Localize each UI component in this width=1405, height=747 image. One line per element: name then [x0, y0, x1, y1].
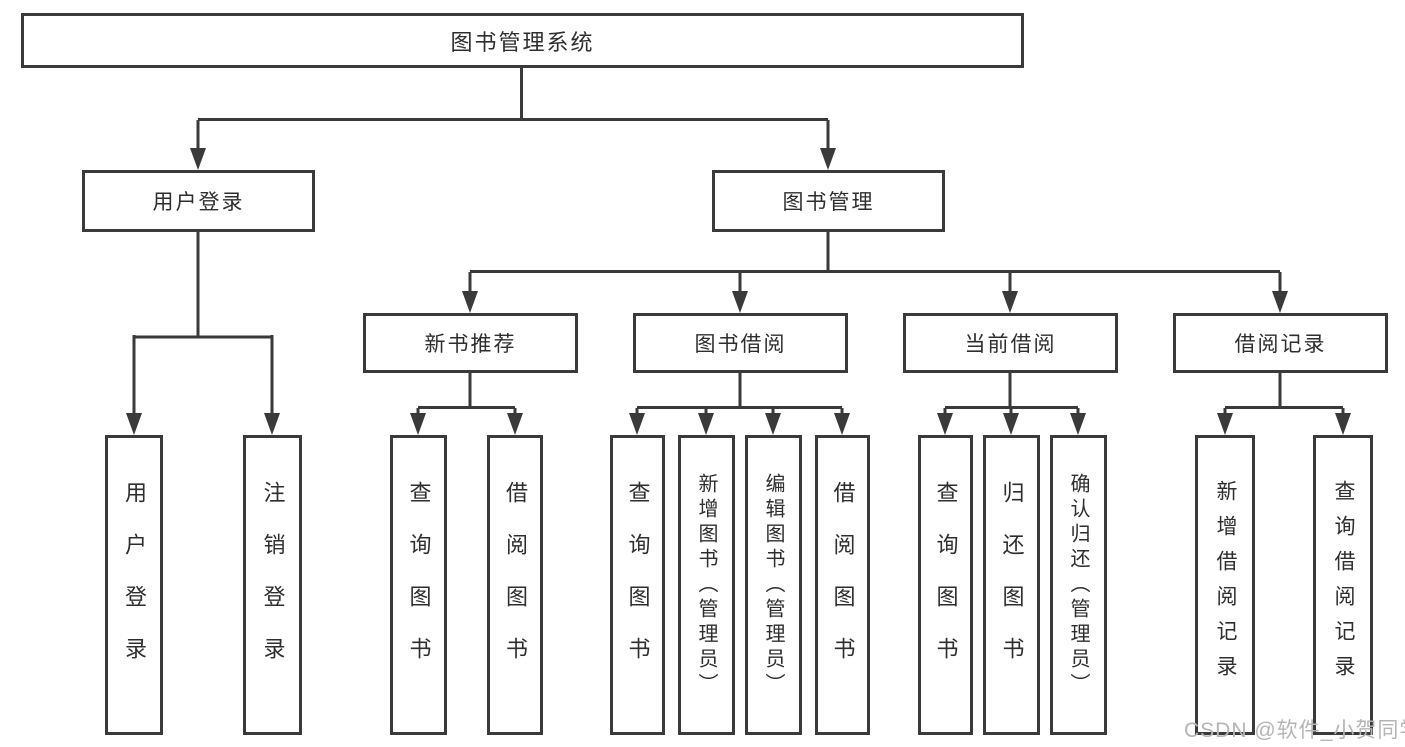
leaf-logout-label: 注销登录: [260, 481, 286, 689]
leaf-add-borrow-record: 新增借阅记录: [1195, 435, 1255, 735]
node-book-borrowing-label: 图书借阅: [694, 333, 787, 356]
node-user-login-label: 用户登录: [152, 191, 245, 214]
node-book-system-label: 图书管理系统: [450, 29, 595, 55]
leaf-add-book-admin: 新增图书（管理员）: [678, 435, 735, 735]
leaf-borrow-books-recommend: 借阅图书: [487, 435, 543, 735]
leaf-query-books-borrow-label: 查询图书: [625, 481, 651, 689]
leaf-confirm-return-admin: 确认归还（管理员）: [1050, 435, 1107, 735]
node-new-book-recommendation: 新书推荐: [363, 313, 578, 373]
node-borrowing-records: 借阅记录: [1173, 313, 1388, 373]
leaf-user-login-label: 用户登录: [122, 481, 147, 689]
node-new-book-recommendation-label: 新书推荐: [424, 333, 517, 356]
watermark: CSDN @软件_小贺同学: [1184, 719, 1405, 742]
leaf-borrow-books-label: 借阅图书: [830, 481, 856, 689]
node-user-login: 用户登录: [82, 170, 315, 232]
node-borrowing-records-label: 借阅记录: [1234, 333, 1327, 356]
leaf-query-books-recommend: 查询图书: [390, 435, 447, 735]
leaf-query-books-recommend-label: 查询图书: [406, 481, 432, 689]
node-book-management: 图书管理: [712, 170, 945, 232]
leaf-edit-book-admin: 编辑图书（管理员）: [745, 435, 802, 735]
leaf-add-borrow-record-label: 新增借阅记录: [1214, 480, 1237, 690]
leaf-query-books-current-label: 查询图书: [933, 481, 959, 689]
leaf-borrow-books-recommend-label: 借阅图书: [503, 481, 528, 689]
node-book-management-label: 图书管理: [782, 191, 875, 214]
leaf-add-book-admin-label: 新增图书（管理员）: [695, 472, 717, 698]
leaf-query-borrow-record: 查询借阅记录: [1313, 435, 1373, 735]
leaf-query-borrow-record-label: 查询借阅记录: [1332, 480, 1355, 690]
leaf-logout: 注销登录: [243, 435, 302, 735]
leaf-return-books: 归还图书: [983, 435, 1040, 735]
arrowheads: [126, 148, 1351, 435]
leaf-query-books-borrow: 查询图书: [610, 435, 665, 735]
leaf-user-login: 用户登录: [105, 435, 163, 735]
leaf-query-books-current: 查询图书: [918, 435, 973, 735]
node-book-borrowing: 图书借阅: [633, 313, 848, 373]
leaf-confirm-return-admin-label: 确认归还（管理员）: [1067, 472, 1089, 698]
leaf-edit-book-admin-label: 编辑图书（管理员）: [762, 472, 784, 698]
leaf-borrow-books: 借阅图书: [815, 435, 870, 735]
node-book-system: 图书管理系统: [21, 13, 1024, 68]
node-current-borrowing-label: 当前借阅: [964, 333, 1057, 356]
leaf-return-books-label: 归还图书: [999, 481, 1025, 689]
node-current-borrowing: 当前借阅: [903, 313, 1118, 373]
